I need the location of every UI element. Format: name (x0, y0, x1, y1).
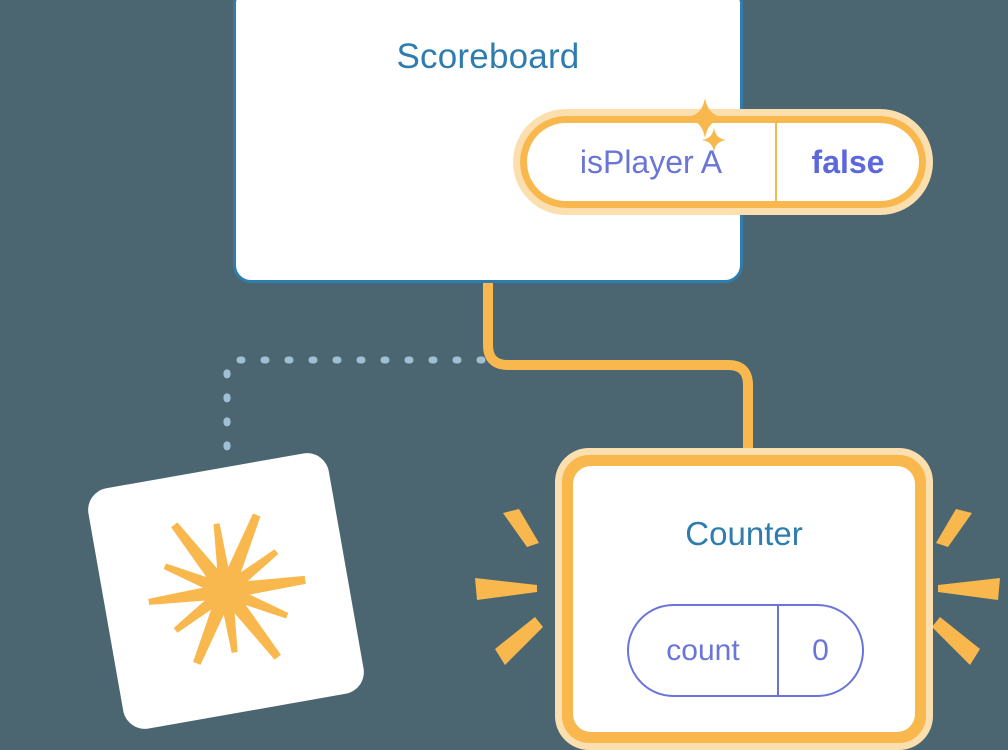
scoreboard-card[interactable]: Scoreboard isPlayer A false (233, 0, 933, 283)
counter-card[interactable]: Counter count 0 (555, 448, 933, 750)
connector-solid-scoreboard-to-counter (483, 283, 753, 470)
scoreboard-state-pill[interactable]: isPlayer A false (513, 109, 933, 215)
ghost-card-with-burst (88, 453, 364, 729)
counter-card-highlight-ring: Counter count 0 (562, 455, 926, 743)
counter-state-value: 0 (812, 633, 829, 667)
scoreboard-state-value: false (811, 143, 885, 180)
counter-pill-divider (777, 606, 779, 695)
scoreboard-title: Scoreboard (396, 37, 580, 76)
counter-title: Counter (685, 515, 803, 552)
connector-dashed-scoreboard-to-ghost-card (223, 356, 486, 466)
counter-state-pill[interactable]: count 0 (627, 604, 864, 697)
counter-card-body: Counter count 0 (573, 466, 915, 732)
scoreboard-pill-divider (775, 123, 777, 201)
sparkle-small-icon (702, 128, 726, 152)
ghost-card-burst-rays (148, 513, 306, 665)
counter-state-key: count (666, 633, 740, 667)
scoreboard-state-pill-inner: isPlayer A false (520, 116, 926, 208)
sparkle-large-icon (685, 98, 725, 138)
scoreboard-state-key: isPlayer A (579, 143, 723, 180)
